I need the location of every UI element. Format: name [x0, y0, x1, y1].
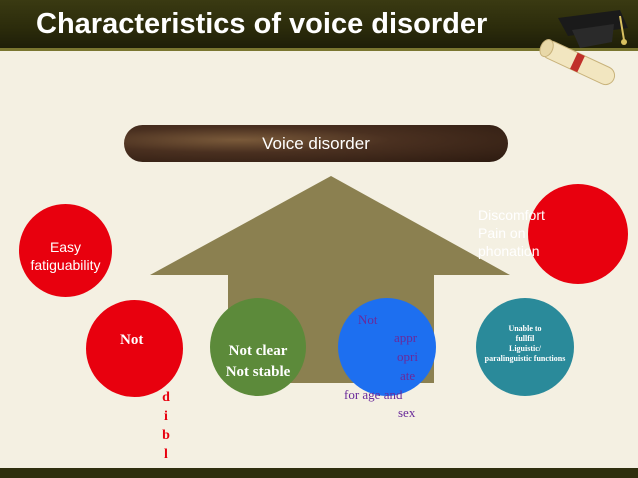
unable-to-fulfil-label: Unable to fullfil Liguistic/ paralinguis… — [484, 324, 566, 363]
discomfort-label: Discomfort Pain on phonation — [478, 207, 545, 259]
not-appropriate-line4: ate — [400, 368, 416, 383]
banner-label: Voice disorder — [262, 133, 370, 153]
circle-not-appropriate — [338, 298, 436, 396]
not-clear-label: Not clear Not stable — [225, 343, 291, 380]
not-appropriate-line1: Not — [358, 312, 378, 327]
audible-letters: a u d i b l — [162, 352, 170, 462]
circle-unable-to-fulfil — [476, 298, 574, 396]
not-appropriate-line6: sex — [398, 405, 416, 420]
easy-fatiguability-label: Easy fatiguability — [30, 239, 101, 273]
not-appropriate-line3: opri — [397, 349, 418, 364]
circle-discomfort — [528, 184, 628, 284]
circle-easy-fatiguability — [19, 204, 112, 297]
voice-disorder-banner: Voice disorder — [124, 125, 508, 162]
not-appropriate-line5: for age and — [344, 387, 403, 402]
circle-not-audible — [86, 300, 183, 397]
footer-bar — [0, 468, 638, 478]
header-bar — [0, 0, 638, 48]
circle-not-clear — [210, 298, 306, 396]
header-divider — [0, 48, 638, 51]
not-audible-word: Not — [120, 332, 144, 348]
not-appropriate-line2: appr — [394, 330, 418, 345]
graduation-cap-diploma-icon — [539, 10, 628, 86]
slide-title: Characteristics of voice disorder — [36, 8, 488, 40]
